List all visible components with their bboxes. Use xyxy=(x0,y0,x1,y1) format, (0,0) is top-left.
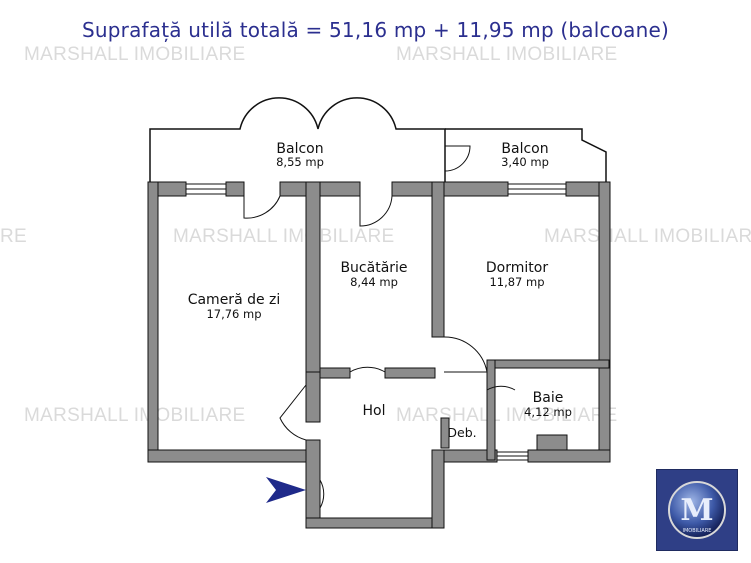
logo-caption: IMOBILIARE xyxy=(683,528,712,534)
balcony-2-name: Balcon xyxy=(501,141,548,157)
watermark: RE xyxy=(0,226,27,247)
plan-title: Suprafață utilă totală = 51,16 mp + 11,9… xyxy=(82,18,669,42)
storage-name: Deb. xyxy=(447,425,476,440)
watermark: MARSHALL IMOBILIARE xyxy=(396,405,618,426)
balcony-outline xyxy=(149,97,607,183)
logo-letter: M xyxy=(680,493,713,528)
walls xyxy=(147,181,611,529)
watermark: MARSHALL IMOBILIARE xyxy=(544,226,751,247)
bedroom-area: 11,87 mp xyxy=(489,275,544,289)
living-room-area: 17,76 mp xyxy=(206,307,261,321)
entrance-arrow-icon xyxy=(266,477,306,503)
bathroom-name: Baie xyxy=(533,390,564,406)
balcony-1-area: 8,55 mp xyxy=(276,155,324,169)
company-logo: M IMOBILIARE xyxy=(656,469,738,551)
logo-emblem-icon: M IMOBILIARE xyxy=(668,481,726,539)
watermark: MARSHALL IMOBILIARE xyxy=(24,405,246,426)
balcony-2-area: 3,40 mp xyxy=(501,155,549,169)
kitchen-area: 8,44 mp xyxy=(350,275,398,289)
living-room-name: Cameră de zi xyxy=(188,292,281,308)
bathroom-area: 4,12 mp xyxy=(524,405,572,419)
balcony-1-name: Balcon xyxy=(276,141,323,157)
hallway-name: Hol xyxy=(363,403,386,419)
door-swings xyxy=(243,145,516,509)
windows xyxy=(185,183,567,461)
kitchen-name: Bucătărie xyxy=(340,260,407,276)
watermark: MARSHALL IMOBILIARE xyxy=(24,44,246,65)
bedroom-name: Dormitor xyxy=(486,260,548,276)
watermark: MARSHALL IMOBILIARE xyxy=(396,44,618,65)
watermark: MARSHALL IMOBILIARE xyxy=(173,226,395,247)
